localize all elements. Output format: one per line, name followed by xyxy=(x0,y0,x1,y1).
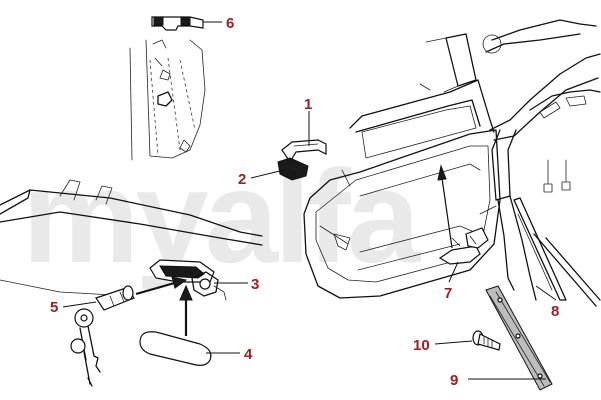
callout-8: 8 xyxy=(551,303,559,320)
callout-9: 9 xyxy=(450,372,458,389)
callout-1: 1 xyxy=(304,96,312,113)
pillar-detail-drawing xyxy=(129,39,206,161)
callout-7: 7 xyxy=(444,285,452,302)
callout-2: 2 xyxy=(238,171,246,188)
part-5-lock-cylinder-drawing xyxy=(70,285,135,387)
part-9-scuff-plate-drawing xyxy=(485,285,553,391)
car-interior-drawing xyxy=(479,19,601,301)
part-2-handle-base-drawing xyxy=(277,157,309,181)
part-8-sill-seal-drawing xyxy=(513,197,601,307)
watermark-text: myalfa xyxy=(22,143,422,290)
part-4-gasket-drawing xyxy=(139,331,212,366)
door-drawing xyxy=(303,33,501,299)
callout-6: 6 xyxy=(226,15,234,32)
assembly-arrow-door xyxy=(437,164,453,249)
callout-labels: 1 2 3 4 5 6 7 8 9 10 xyxy=(50,15,559,389)
part-10-screw-drawing xyxy=(472,330,501,351)
callout-4: 4 xyxy=(244,346,253,363)
callout-3: 3 xyxy=(251,276,259,293)
part-6-bracket-drawing xyxy=(151,16,204,31)
part-7-striker-drawing xyxy=(438,227,489,265)
assembly-arrow-right xyxy=(135,276,188,296)
leader-lines xyxy=(62,21,557,380)
callout-5: 5 xyxy=(50,299,58,316)
callout-10: 10 xyxy=(413,337,430,354)
part-3-exterior-handle-drawing xyxy=(149,259,227,301)
assembly-arrow-up xyxy=(179,284,193,336)
